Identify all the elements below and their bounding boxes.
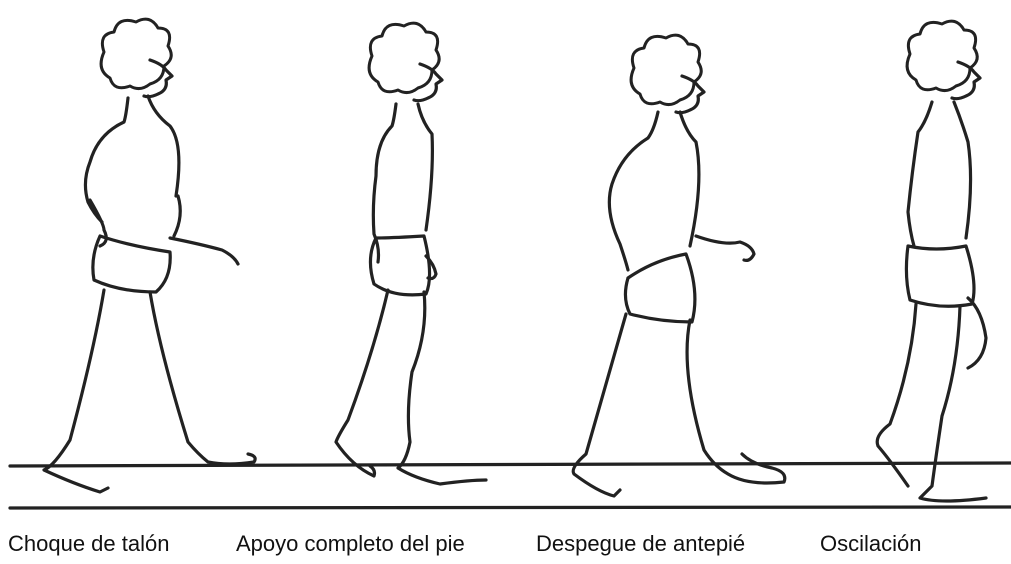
floor-line-top [10,463,1011,466]
caption-heel-strike: Choque de talón [8,533,169,555]
figure-foot-flat [336,23,486,484]
floor-line-bottom [10,507,1011,508]
figure-swing [877,21,986,501]
caption-swing: Oscilación [820,533,921,555]
figure-heel-strike [44,19,255,492]
figure-toe-off [573,35,785,496]
caption-toe-off: Despegue de antepié [536,533,745,555]
caption-foot-flat: Apoyo completo del pie [236,533,465,555]
